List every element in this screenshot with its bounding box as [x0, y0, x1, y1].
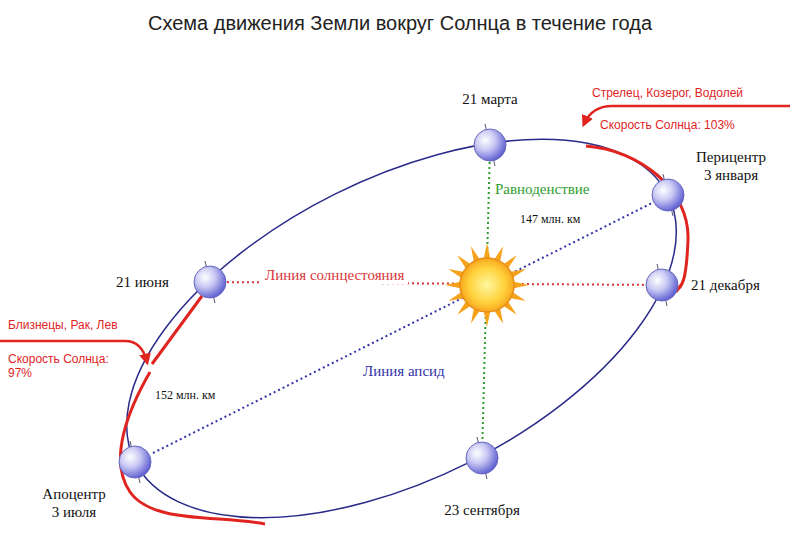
date-label: Апоцентр 3 июля: [40, 485, 108, 521]
date-label: Апоцентр 3 июля: [40, 485, 108, 521]
sun-ray: [513, 282, 529, 289]
earth-disc: [646, 269, 678, 301]
diagram-title: Схема движения Земли вокруг Солнца в теч…: [0, 12, 800, 35]
date-label: 21 марта: [462, 90, 518, 108]
earth-globe: [118, 445, 152, 479]
zodiac-note: Скорость Солнца: 97%: [8, 352, 120, 381]
zodiac-note: Близнецы, Рак, Лев: [8, 318, 118, 332]
orbit-axis-line: [152, 204, 651, 454]
earth-disc: [466, 442, 498, 474]
line-label: Линия апсид: [360, 362, 448, 380]
earth-globe: [645, 268, 679, 302]
sun-ray: [445, 282, 461, 289]
earth-disc: [194, 266, 226, 298]
earth-globe: [645, 268, 679, 302]
earth-globe: [465, 441, 499, 475]
sun-path-arc: [586, 146, 688, 292]
earth-position: 23 сентября: [444, 441, 520, 519]
sun-disc: [460, 258, 514, 312]
date-label: 21 декабря: [691, 276, 760, 294]
date-label: 23 сентября: [444, 501, 520, 519]
orbit-ellipse: [68, 61, 735, 546]
earth-position: 21 июня: [116, 265, 227, 299]
date-label: 21 марта: [462, 90, 518, 108]
earth-position: Перицентр 3 января: [651, 148, 769, 212]
earth-globe: [651, 178, 685, 212]
earth-disc: [119, 446, 151, 478]
sun-ray: [484, 243, 491, 259]
date-label: Перицентр 3 января: [693, 148, 769, 184]
earth-position: 21 декабря: [645, 268, 760, 302]
sun-symbol: [445, 243, 529, 327]
date-label: 23 сентября: [444, 501, 520, 519]
line-label: Линия солнцестояния: [262, 266, 408, 284]
earth-position: Апоцентр 3 июля: [40, 445, 152, 521]
sun-path-arc: [152, 296, 202, 364]
earth-globe: [651, 178, 685, 212]
earth-globe: [465, 441, 499, 475]
zodiac-note: Стрелец, Козерог, Водолей: [592, 86, 743, 100]
line-label: Равноденствие: [492, 180, 592, 198]
earth-globe: [118, 445, 152, 479]
date-label: Перицентр 3 января: [693, 148, 769, 184]
date-label: 21 декабря: [691, 276, 760, 294]
earth-globe: [193, 265, 227, 299]
zodiac-note: Скорость Солнца: 103%: [600, 118, 735, 132]
sun-ray: [484, 311, 491, 327]
earth-position: 21 марта: [462, 90, 518, 162]
earth-globe: [473, 128, 507, 162]
earth-disc: [474, 129, 506, 161]
earth-disc: [652, 179, 684, 211]
date-label: 21 июня: [116, 273, 169, 291]
date-label: 21 июня: [116, 273, 169, 291]
earth-globe: [193, 265, 227, 299]
earth-globe: [473, 128, 507, 162]
distance-label: 152 млн. км: [155, 388, 215, 402]
distance-label: 147 млн. км: [520, 212, 580, 226]
